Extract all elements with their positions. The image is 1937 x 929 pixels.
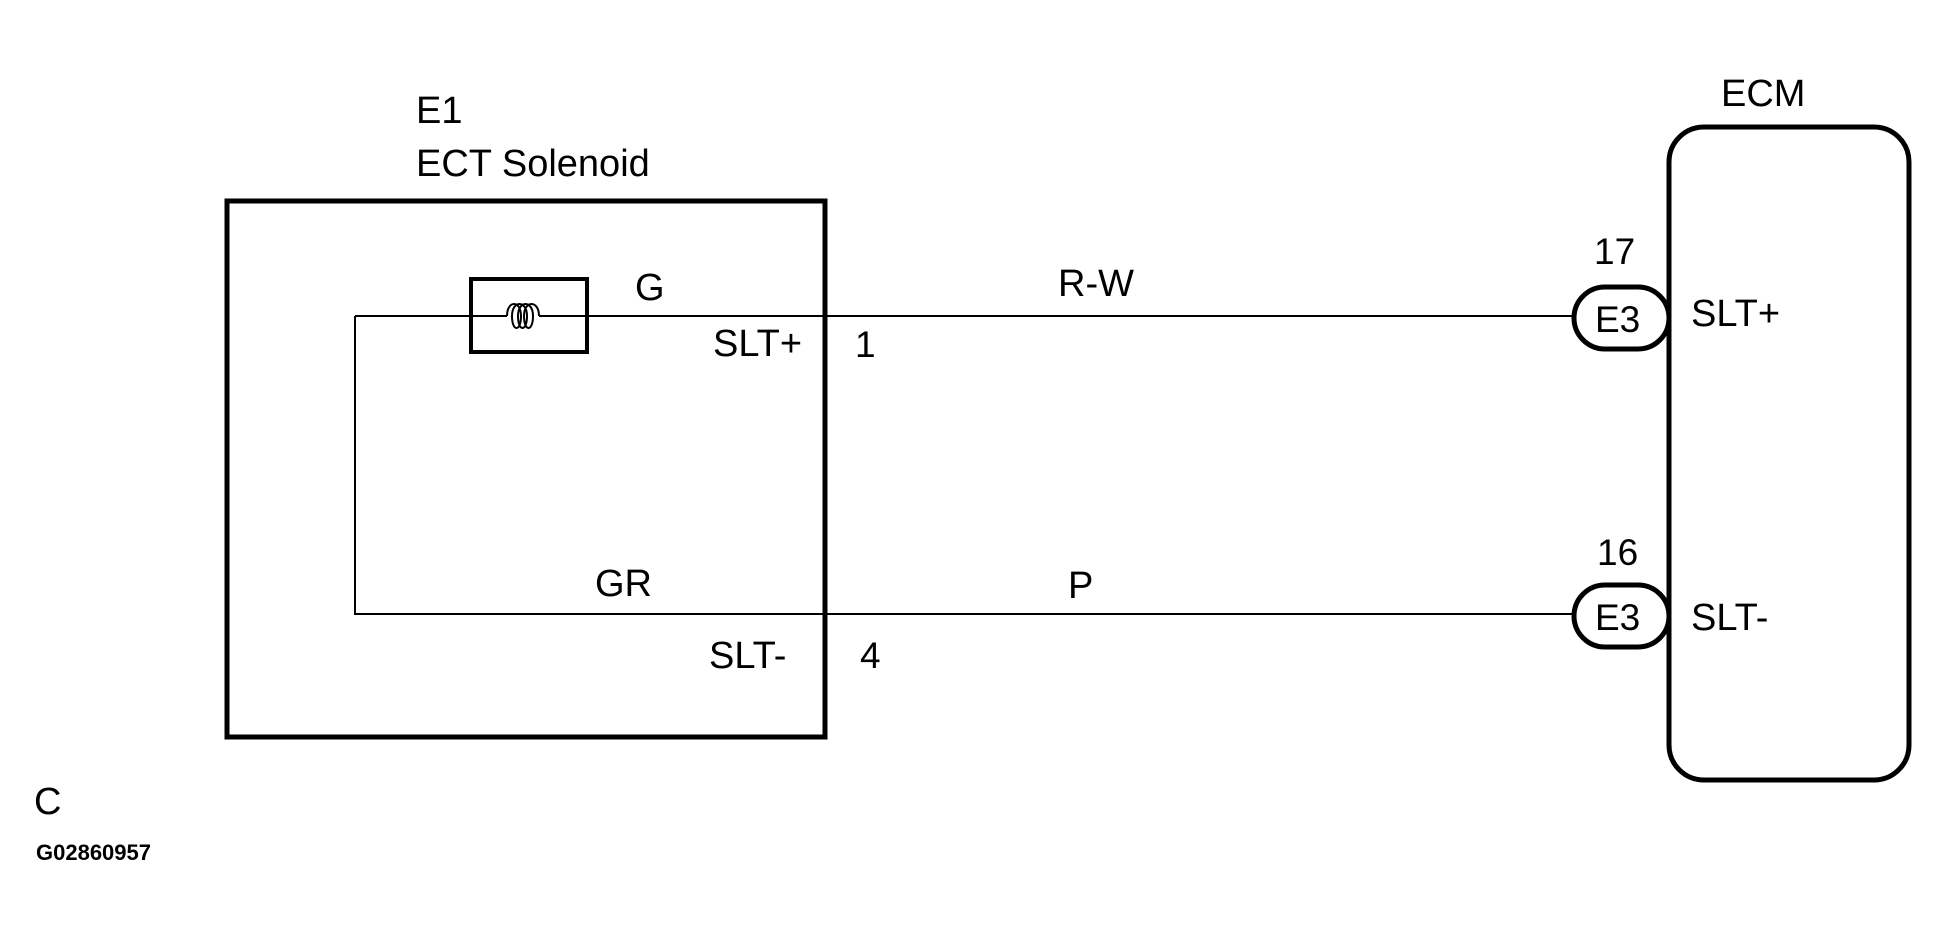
footer-code: C	[34, 781, 61, 823]
ecm-pin-plus: 17	[1594, 231, 1635, 272]
solenoid-terminal-minus-label: SLT-	[709, 635, 786, 677]
ecm-connector-minus: E3	[1595, 597, 1640, 638]
coil-icon	[469, 277, 589, 354]
ecm-label: ECM	[1721, 73, 1805, 115]
ecm-pin-minus: 16	[1597, 532, 1638, 573]
wire-color-minus: P	[1068, 565, 1093, 607]
ecm-box	[1666, 124, 1912, 783]
ecm-terminal-plus-label: SLT+	[1691, 293, 1780, 335]
ecm-terminal-minus-label: SLT-	[1691, 597, 1768, 639]
figure-id: G02860957	[36, 840, 151, 865]
internal-wire-loop	[354, 316, 825, 615]
internal-wire-color-minus: GR	[595, 563, 652, 605]
solenoid-terminal-plus-label: SLT+	[713, 323, 802, 365]
wire-color-plus: R-W	[1058, 263, 1134, 305]
component-name: ECT Solenoid	[416, 143, 650, 185]
solenoid-pin-plus: 1	[855, 324, 876, 365]
ecm-connector-plus-oval	[1571, 284, 1672, 352]
solenoid-pin-minus: 4	[860, 635, 881, 676]
internal-wire-color-plus: G	[635, 267, 665, 309]
ecm-connector-minus-oval	[1571, 582, 1672, 650]
ect-solenoid-box	[224, 198, 828, 740]
ecm-connector-plus: E3	[1595, 299, 1640, 340]
component-connector-id: E1	[416, 90, 462, 132]
